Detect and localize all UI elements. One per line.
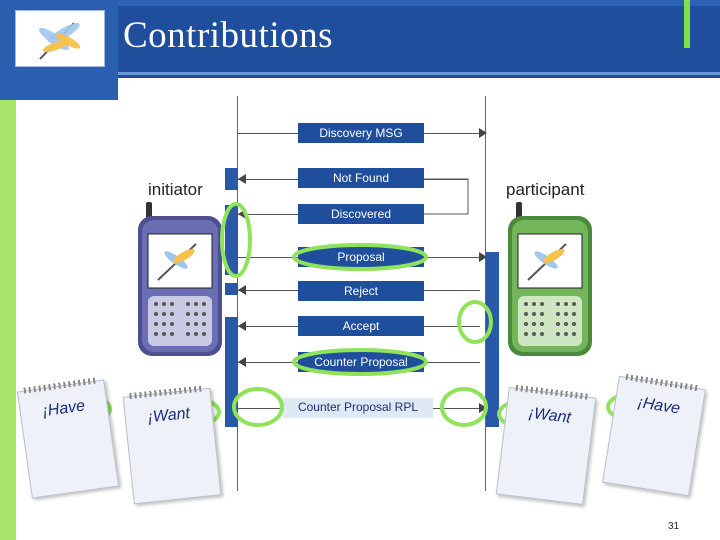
page-number: 31 bbox=[668, 521, 680, 532]
participant-phone-icon bbox=[508, 202, 592, 356]
initiator-activation bbox=[225, 205, 238, 275]
arrowhead-left-icon bbox=[238, 174, 246, 184]
page-title: Contributions bbox=[123, 15, 334, 56]
header-band bbox=[0, 0, 720, 78]
arrowhead-left-icon bbox=[238, 357, 246, 367]
header-underline bbox=[118, 72, 720, 75]
header-stripe bbox=[0, 0, 720, 6]
participant-activation bbox=[486, 252, 499, 427]
not-found-label: Not Found bbox=[298, 168, 424, 188]
want-note-text: ¡Want bbox=[527, 404, 572, 427]
initiator-phone-icon bbox=[138, 202, 222, 356]
header-accent-bar bbox=[684, 0, 690, 48]
counter-proposal-label: Counter Proposal bbox=[298, 352, 424, 372]
discovered-arrow bbox=[238, 214, 298, 215]
have-notepad: ¡Have bbox=[16, 377, 120, 499]
highlight-oval bbox=[440, 387, 488, 427]
want-notepad: ¡Want bbox=[122, 385, 222, 505]
have-note-text: ¡Have bbox=[636, 394, 682, 418]
accept-label: Accept bbox=[298, 316, 424, 336]
discovery-branch-connector bbox=[424, 178, 469, 215]
initiator-label: initiator bbox=[148, 180, 203, 199]
participant-lifeline bbox=[485, 96, 486, 491]
dragonfly-logo bbox=[15, 10, 105, 67]
have-note-text: ¡Have bbox=[41, 397, 87, 421]
initiator-activation bbox=[225, 283, 238, 295]
discovery-msg-label: Discovery MSG bbox=[298, 123, 424, 143]
want-note-text: ¡Want bbox=[146, 404, 191, 427]
highlight-oval bbox=[292, 348, 428, 376]
arrowhead-right-icon bbox=[479, 128, 487, 138]
left-accent-strip bbox=[0, 100, 16, 540]
reject-label: Reject bbox=[298, 281, 424, 301]
participant-label: participant bbox=[506, 180, 585, 199]
arrowhead-left-icon bbox=[238, 285, 246, 295]
proposal-label: Proposal bbox=[298, 247, 424, 267]
arrowhead-right-icon bbox=[479, 252, 487, 262]
highlight-oval bbox=[292, 243, 428, 271]
have-notepad: ¡Have bbox=[602, 373, 706, 497]
want-notepad: ¡Want bbox=[495, 384, 597, 505]
arrowhead-left-icon bbox=[238, 321, 246, 331]
highlight-oval bbox=[220, 202, 252, 278]
highlight-oval bbox=[232, 387, 284, 427]
arrowhead-right-icon bbox=[479, 403, 487, 413]
discovered-label: Discovered bbox=[298, 204, 424, 224]
counter-proposal-rpl-label: Counter Proposal RPL bbox=[283, 398, 433, 418]
arrowhead-left-icon bbox=[238, 209, 246, 219]
highlight-oval bbox=[457, 300, 493, 344]
initiator-activation bbox=[225, 168, 238, 190]
